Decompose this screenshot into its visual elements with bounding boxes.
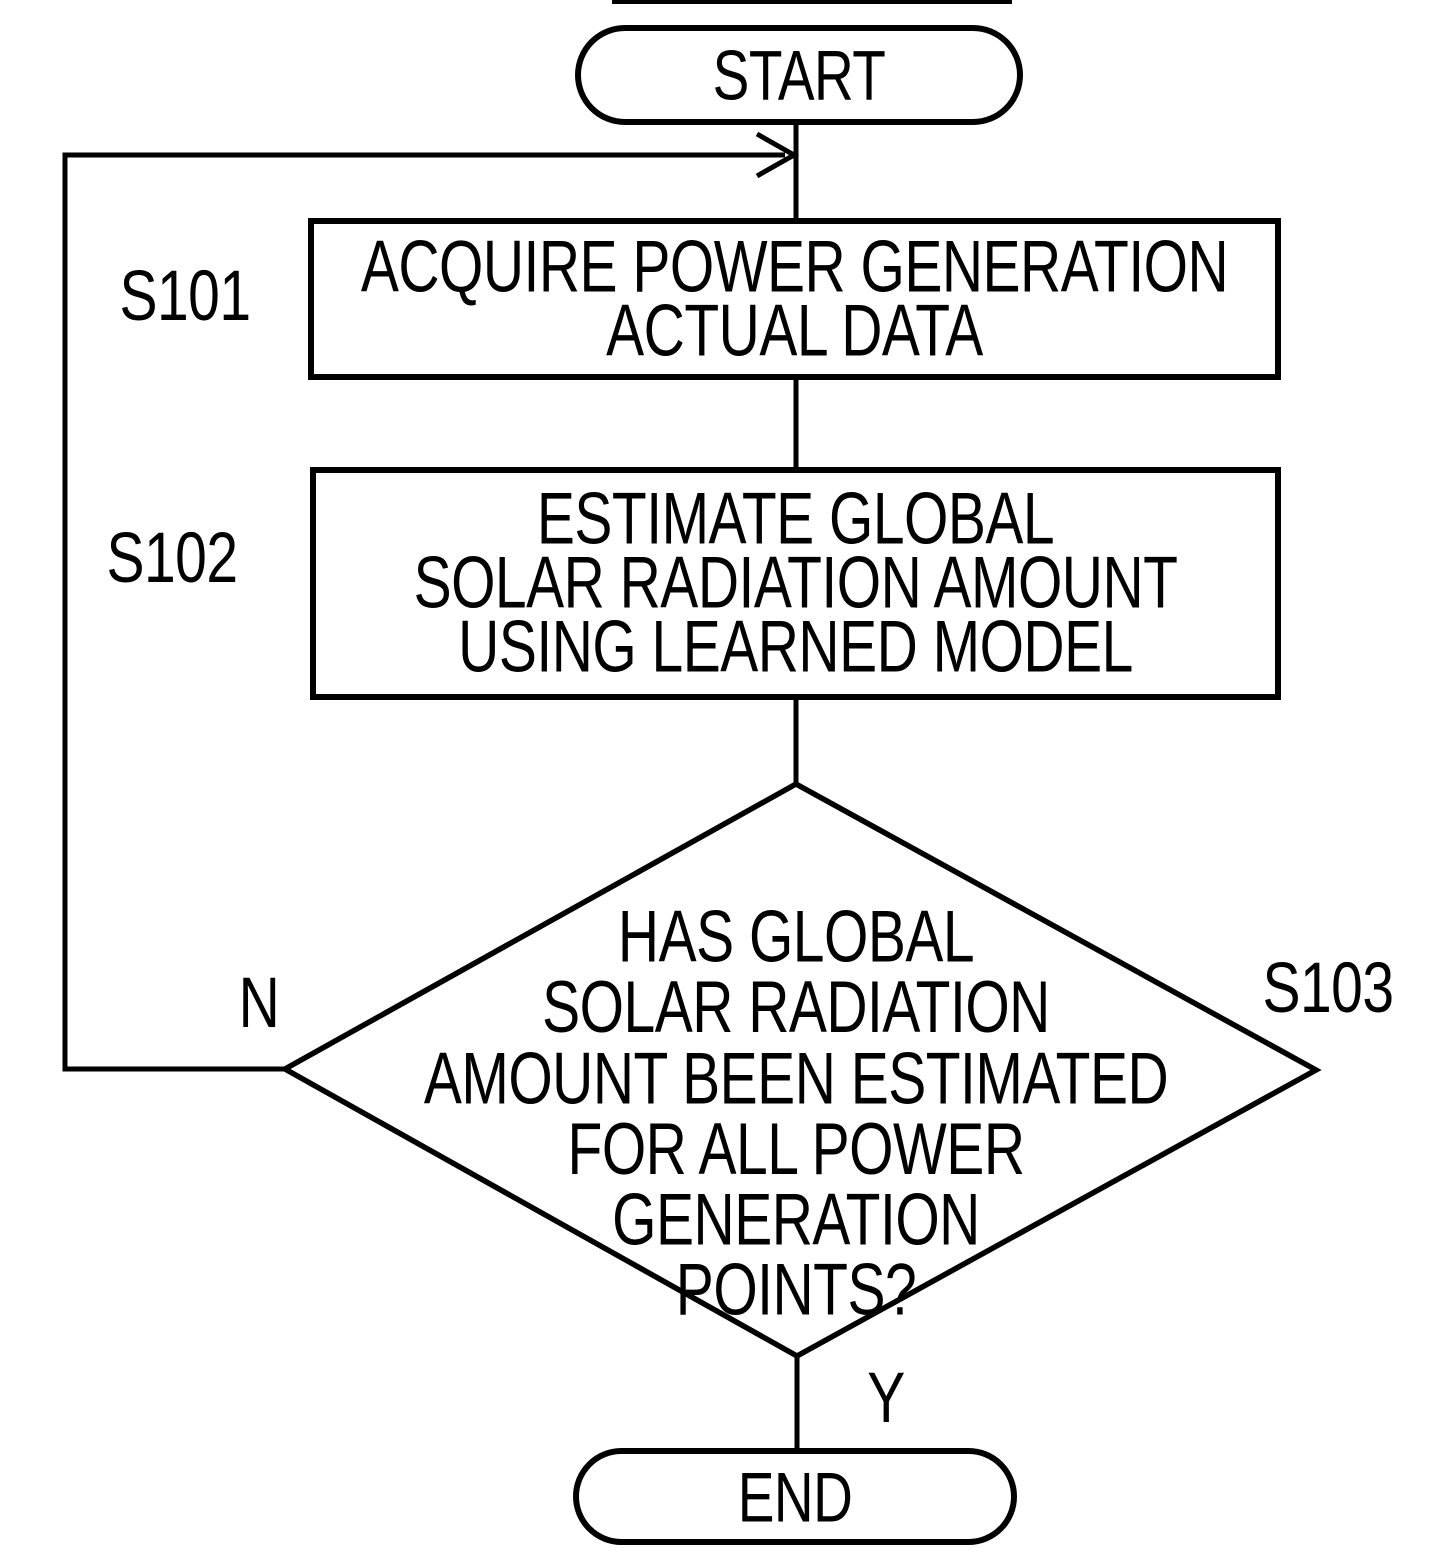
start-terminal: START [575,25,1023,125]
decision-diamond-shape [279,780,1322,1360]
end-label: END [737,1456,853,1537]
step-id-s101: S101 [119,256,251,336]
process-acquire-power-data-text: ACQUIRE POWER GENERATION ACTUAL DATA [360,225,1229,372]
loop-return-line [62,152,785,1072]
end-terminal: END [573,1448,1017,1545]
branch-label-yes: Y [867,1358,905,1438]
step-id-s102: S102 [106,518,238,598]
step-id-s103: S103 [1262,948,1394,1028]
start-label: START [712,35,886,115]
branch-label-no: N [238,963,280,1043]
process-acquire-power-data: ACQUIRE POWER GENERATION ACTUAL DATA [308,218,1281,380]
process-estimate-radiation-text: ESTIMATE GLOBAL SOLAR RADIATION AMOUNT U… [413,478,1178,689]
merge-arrowhead-icon [755,131,800,179]
process-estimate-radiation: ESTIMATE GLOBAL SOLAR RADIATION AMOUNT U… [310,467,1281,700]
